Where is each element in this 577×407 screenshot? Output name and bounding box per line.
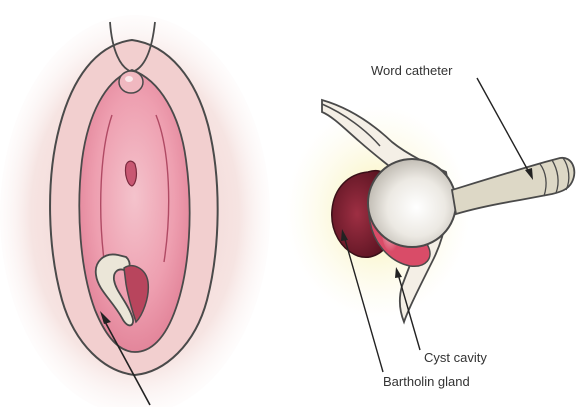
vulva-illustration	[0, 15, 270, 407]
cyst-cross-section: Word catheter Cyst cavity Bartholin glan…	[286, 63, 574, 389]
leader-word-catheter	[477, 78, 530, 174]
catheter-tube	[452, 158, 574, 214]
clitoris	[119, 71, 143, 93]
label-word-catheter: Word catheter	[371, 63, 453, 78]
catheter-balloon	[368, 159, 456, 247]
label-cyst-cavity: Cyst cavity	[424, 350, 487, 365]
label-bartholin-gland: Bartholin gland	[383, 374, 470, 389]
